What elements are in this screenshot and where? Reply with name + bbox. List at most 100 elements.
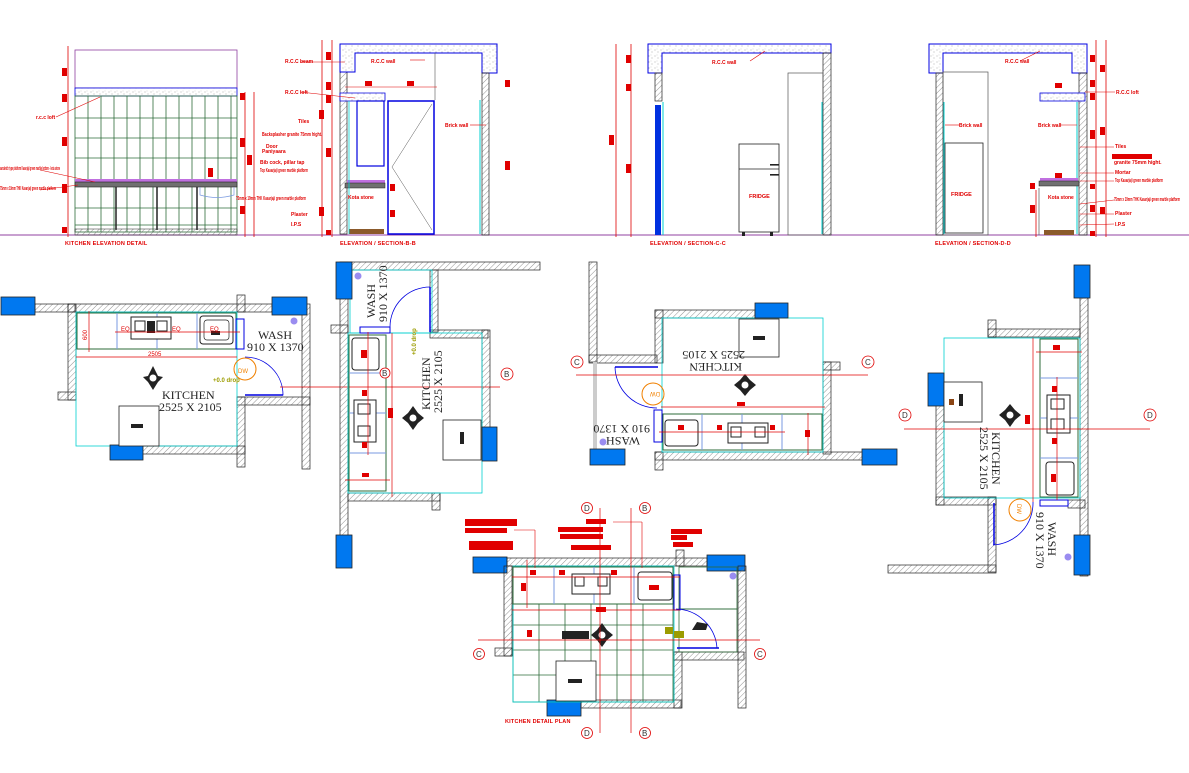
detail-marker-c-right: C [757, 650, 763, 659]
label-brick-wall-d2: Brick wall [1038, 123, 1062, 129]
sink-icon-4 [1045, 461, 1075, 496]
label-kota-stone-d: Kota stone [1048, 195, 1074, 201]
detail-marker-b-top: B [642, 504, 647, 513]
label-rcc-beam: R.C.C beam [285, 59, 314, 65]
label-rcc-loft-d: R.C.C loft [1116, 90, 1139, 96]
compass-icon-detail [591, 623, 613, 647]
wash-size-2: 910 X 1370 [376, 265, 390, 322]
label-paniyaara: Paniyaara [262, 149, 286, 155]
kitchen-name-4: KITCHEN [989, 432, 1003, 485]
fridge-plan-3 [738, 318, 780, 358]
fridge-label-d: FRIDGE [951, 192, 972, 198]
detail-marker-c-left: C [476, 650, 482, 659]
section-c-elevation: FRIDGE R.C.C wall ELEVATION / SECTION-C-… [609, 43, 832, 247]
dw-label-1: DW [238, 369, 248, 375]
dw-label-4: DW [1015, 504, 1021, 514]
plan-4: DW D D KITCHEN 2525 X 2105 WASH 910 X 13… [887, 264, 1157, 577]
eq-label-1a: EQ [121, 327, 130, 333]
label-tiles: Tiles [298, 119, 310, 125]
caption-section-b: ELEVATION / SECTION-B-B [340, 241, 416, 247]
kitchen-size-1: 2525 X 2105 [159, 400, 222, 414]
label-backsplash: Backsplasher granite 75mm hight. [262, 132, 322, 138]
section-marker-d-4a: D [902, 411, 908, 420]
label-rcc-wall-c: R.C.C wall [712, 60, 737, 66]
dw-circle-1 [233, 357, 257, 381]
label-tiles-d: Tiles [1115, 144, 1127, 150]
wash-name-1: WASH [258, 328, 292, 342]
fridge-elevation-c: FRIDGE [738, 143, 780, 236]
label-marble-platform: 75mm x 19mm THK Kasarjaji green marble p… [0, 186, 56, 192]
fridge-label-c: FRIDGE [749, 194, 770, 200]
label-top-marble: Top Kasarjaji green marble platform [260, 168, 308, 174]
section-d-elevation: FRIDGE R.C.C wall Brick wal [928, 40, 1180, 247]
section-marker-b-1: B [504, 370, 509, 379]
caption-kitchen-detail-plan: KITCHEN DETAIL PLAN [505, 719, 571, 725]
plan-1: DW +0.0 drop EQ EQ EQ 2505 600 KITCHEN 2… [0, 294, 514, 470]
label-granite-d: granite 75mm hight. [1114, 160, 1162, 166]
fridge-plan-4 [943, 381, 983, 423]
wash-size-3: 910 X 1370 [593, 422, 650, 436]
wash-name-4: WASH [1045, 522, 1059, 556]
label-rcc-wall-b: R.C.C wall [371, 59, 396, 65]
cooktop-icon-3 [727, 422, 769, 444]
wash-name-3: WASH [606, 434, 640, 448]
sink-icon-2 [351, 337, 380, 371]
detail-marker-d-bottom: D [584, 729, 590, 738]
compass-icon-2 [402, 406, 424, 430]
label-ips-d: I.P.S [1115, 222, 1126, 228]
plan-2: +0.0 drop WASH 910 X 1370 KITCHEN 2525 X… [330, 261, 541, 569]
kitchen-name-3: KITCHEN [689, 360, 742, 374]
section-b-elevation: R.C.C beam R.C.C wall R.C.C loft Brick w… [236, 40, 510, 247]
label-sandwich-platform: sandwich type platform Kasarjaji green m… [0, 166, 60, 172]
dim-depth-1: 600 [83, 329, 89, 340]
compass-icon-1 [143, 366, 163, 390]
detail-marker-d-top: D [584, 504, 590, 513]
label-mortar-d: Mortar [1115, 170, 1131, 176]
dw-label-3: DW [650, 390, 660, 396]
compass-icon-4 [999, 404, 1021, 427]
label-75mm-marble-d: 75mm x 19mm THK Kasarjaji green marble p… [1114, 197, 1180, 203]
label-75mm-marble: 75mm x 19mm THK Kasarjaji green marble p… [236, 196, 306, 202]
eq-label-1b: EQ [172, 327, 181, 333]
dw-circle-3 [641, 382, 665, 406]
compass-icon-3 [734, 374, 756, 396]
fridge-plan-detail [555, 660, 597, 702]
wash-name-2: WASH [364, 284, 378, 318]
kitchen-elevation: r.c.c loft sandwich type platform Kasarj… [0, 46, 255, 247]
cooktop-icon-1 [130, 316, 172, 340]
sink-icon-3 [664, 419, 699, 447]
label-top-marble-d: Top Kasarjaji green marble platform [1115, 178, 1163, 184]
wall-tiles [74, 95, 238, 233]
level-note-1: +0.0 drop [213, 378, 240, 384]
label-rcc-loft: r.c.c loft [36, 115, 56, 121]
eq-label-1c: EQ [210, 327, 219, 333]
label-brick-wall-b: Brick wall [445, 123, 469, 129]
kitchen-size-2: 2525 X 2105 [431, 350, 445, 413]
label-brick-wall-d1: Brick wall [959, 123, 983, 129]
label-kota-stone-b: Kota stone [348, 195, 374, 201]
detail-marker-b-bottom: B [642, 729, 647, 738]
sink-icon-1 [199, 315, 234, 345]
fridge-plan-2 [442, 419, 482, 461]
kitchen-name-2: KITCHEN [419, 357, 433, 410]
plan-3: DW C C KITCHEN 2525 X 2105 910 X 1370 WA… [570, 261, 898, 471]
label-rcc-loft-b: R.C.C loft [285, 90, 308, 96]
label-plaster: Plaster [291, 212, 308, 218]
caption-section-d: ELEVATION / SECTION-D-D [935, 241, 1011, 247]
cooktop-icon-2 [353, 399, 377, 443]
kitchen-detail-plan: D B C C D B KITCHEN DETAIL PLAN [465, 502, 766, 739]
label-plaster-d: Plaster [1115, 211, 1132, 217]
fridge-elevation-d: FRIDGE [944, 142, 984, 234]
wash-size-1: 910 X 1370 [247, 340, 304, 354]
section-marker-d-4b: D [1147, 411, 1153, 420]
dw-circle-4 [1008, 498, 1032, 522]
caption-section-c: ELEVATION / SECTION-C-C [650, 241, 726, 247]
dim-overall-1: 2505 [148, 352, 162, 358]
cooktop-icon-4 [1046, 394, 1071, 434]
kitchen-size-3: 2525 X 2105 [682, 348, 745, 362]
label-ips: I.P.S [291, 222, 302, 228]
caption-kitchen-elevation: KITCHEN ELEVATION DETAIL [65, 241, 148, 247]
label-bib-cock: Bib cock, pillar tap [260, 160, 304, 166]
section-marker-c-3a: C [574, 358, 580, 367]
